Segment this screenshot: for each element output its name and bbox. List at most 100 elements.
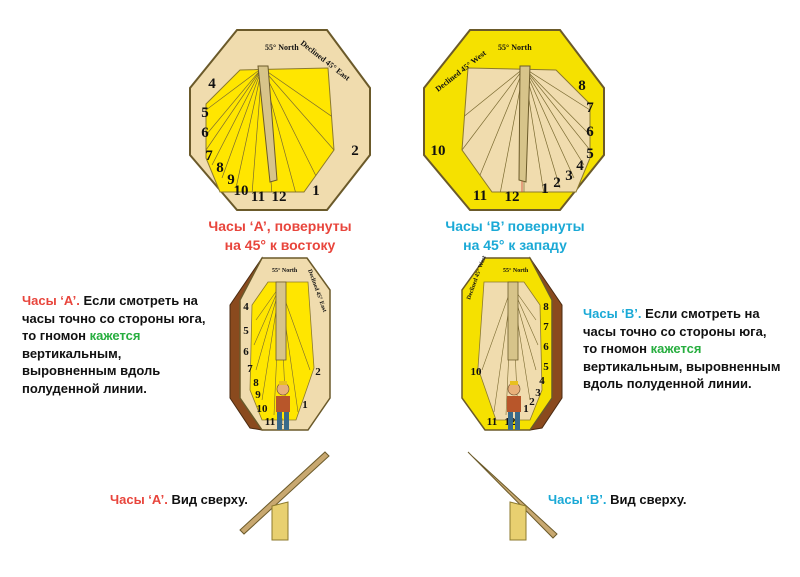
hour-number: 5 bbox=[201, 105, 209, 121]
clock-b-perspective-gnomon bbox=[507, 281, 519, 361]
hour-number: 2 bbox=[553, 175, 561, 191]
clock-b-title-line2: на 45° к западу bbox=[463, 236, 567, 253]
hour-line bbox=[523, 68, 590, 111]
hour-number: 4 bbox=[576, 158, 584, 174]
hour-number: 2 bbox=[315, 366, 321, 378]
hour-number: 10 bbox=[234, 183, 249, 199]
clock-b-desc-1: Если смотреть на часы точно со стороны ю… bbox=[583, 306, 767, 357]
hour-number: 4 bbox=[208, 76, 216, 92]
clock-a-top-view bbox=[239, 451, 330, 541]
hour-line bbox=[523, 68, 585, 166]
hour-number: 4 bbox=[243, 301, 249, 313]
clock-a-top-caption: Часы ‘A’. Вид сверху. bbox=[110, 491, 250, 509]
hour-number: 6 bbox=[201, 125, 209, 141]
clock-a-desc-label: Часы ‘A’. bbox=[22, 293, 80, 308]
hour-number: 2 bbox=[529, 396, 535, 408]
hour-line bbox=[462, 68, 525, 151]
hour-line bbox=[261, 68, 334, 119]
hour-number: 8 bbox=[578, 78, 586, 94]
hour-line bbox=[206, 68, 263, 136]
clock-a-top-label: Часы ‘A’. bbox=[110, 492, 168, 507]
clock-b-desc-label: Часы ‘B’. bbox=[583, 306, 642, 321]
hour-line bbox=[523, 68, 575, 179]
hour-number: 11 bbox=[251, 189, 265, 205]
clock-a-observer bbox=[276, 381, 290, 430]
hour-number: 6 bbox=[543, 341, 549, 353]
clock-a-desc-1: Если смотреть на часы точно со стороны ю… bbox=[22, 293, 206, 344]
clock-a-title-line2: на 45° к востоку bbox=[224, 236, 336, 253]
hour-number: 7 bbox=[205, 148, 213, 164]
hour-number: 1 bbox=[312, 183, 320, 199]
clock-a-top-view-plate bbox=[239, 451, 330, 535]
hour-number: 5 bbox=[243, 325, 249, 337]
clock-a-perspective-gnomon bbox=[275, 281, 287, 361]
hour-number: 11 bbox=[487, 416, 497, 428]
hour-number: 7 bbox=[543, 321, 549, 333]
hour-line bbox=[523, 68, 590, 136]
hour-line bbox=[221, 68, 263, 179]
hour-line bbox=[206, 68, 263, 151]
clock-b-perspective: 55° North Declined 45° West 101112123456… bbox=[461, 255, 563, 431]
clock-a-top-view-gnomon bbox=[271, 501, 289, 541]
clock-b-top-view bbox=[467, 451, 558, 541]
hour-number: 4 bbox=[539, 375, 545, 387]
hour-number: 8 bbox=[216, 160, 224, 176]
clock-b-title-rest: повернуты bbox=[503, 218, 585, 234]
hour-number: 7 bbox=[586, 100, 594, 116]
hour-number: 5 bbox=[586, 146, 594, 162]
hour-number: 11 bbox=[473, 188, 487, 204]
clock-a-top-rest: Вид сверху. bbox=[167, 492, 248, 507]
clock-a-desc-2: вертикальным, выровненным вдоль полуденн… bbox=[22, 345, 161, 396]
hour-number: 10 bbox=[431, 143, 446, 159]
clock-a-title-label: Часы ‘A’ bbox=[208, 218, 267, 234]
clock-b-latitude: 55° North bbox=[498, 43, 532, 52]
hour-line bbox=[523, 68, 561, 189]
clock-b-hour-lines bbox=[462, 68, 590, 192]
clock-b-title: Часы ‘B’ повернуты на 45° к западу bbox=[425, 217, 605, 255]
hour-number: 3 bbox=[535, 387, 541, 399]
clock-a-desc-green: кажется bbox=[89, 328, 141, 344]
hour-number: 1 bbox=[541, 181, 549, 197]
hour-number: 3 bbox=[565, 168, 573, 184]
hour-line bbox=[211, 68, 263, 166]
hour-number: 8 bbox=[253, 377, 259, 389]
clock-b-gnomon bbox=[518, 65, 531, 183]
hour-number: 6 bbox=[243, 346, 249, 358]
hour-number: 10 bbox=[257, 403, 269, 415]
clock-a-title: Часы ‘A’, повернуты на 45° к востоку bbox=[190, 217, 370, 255]
hour-number: 12 bbox=[272, 189, 287, 205]
hour-number: 7 bbox=[247, 363, 253, 375]
clock-b-top-view-gnomon bbox=[509, 501, 527, 541]
hour-line bbox=[261, 68, 334, 151]
clock-a-description: Часы ‘A’. Если смотреть на часы точно со… bbox=[22, 292, 207, 397]
hour-number: 1 bbox=[302, 399, 308, 411]
hour-number: 10 bbox=[471, 366, 483, 378]
clock-a-perspective: 55° North Declined 45° East 456789101112… bbox=[229, 256, 331, 431]
hour-number: 12 bbox=[505, 189, 520, 205]
clock-b-top-caption: Часы ‘B’. Вид сверху. bbox=[548, 491, 698, 509]
hour-number: 6 bbox=[586, 124, 594, 140]
hour-number: 8 bbox=[543, 301, 549, 313]
hour-line bbox=[206, 68, 263, 111]
clock-b-top-rest: Вид сверху. bbox=[606, 492, 687, 507]
hour-number: 9 bbox=[227, 172, 235, 188]
clock-b-desc-2: вертикальным, выровненным вдоль полуденн… bbox=[583, 358, 781, 392]
clock-b-title-label: Часы ‘B’ bbox=[445, 218, 504, 234]
clock-b-description: Часы ‘B’. Если смотреть на часы точно со… bbox=[583, 305, 783, 393]
clock-a-perspective-latitude: 55° North bbox=[272, 267, 298, 274]
hour-line bbox=[523, 68, 590, 151]
hour-number: 11 bbox=[265, 416, 275, 428]
clock-b-perspective-latitude: 55° North bbox=[503, 267, 529, 274]
clock-b-desc-green: кажется bbox=[650, 341, 702, 357]
hour-number: 1 bbox=[523, 403, 529, 415]
hour-line bbox=[477, 68, 525, 181]
clock-a-title-rest: , повернуты bbox=[266, 218, 352, 234]
hour-line bbox=[261, 68, 319, 181]
clock-a-latitude: 55° North bbox=[265, 43, 299, 52]
hour-line bbox=[462, 68, 525, 119]
